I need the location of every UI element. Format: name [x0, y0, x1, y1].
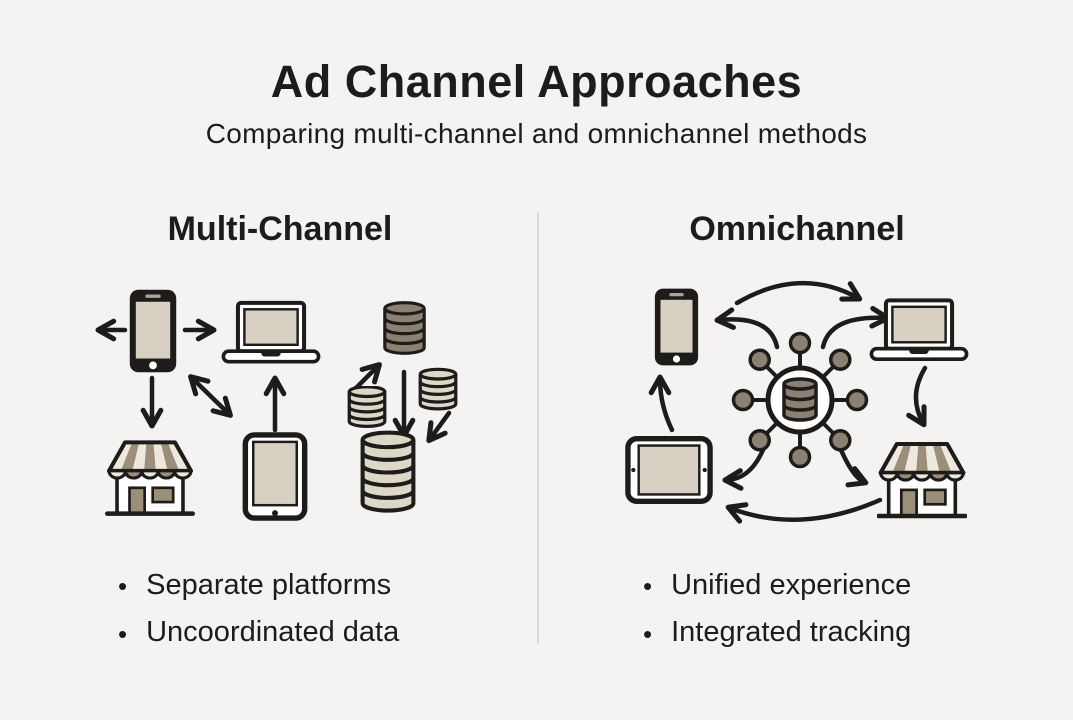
coin-stack-small-icon — [347, 386, 387, 428]
laptop-icon — [223, 303, 318, 362]
tablet-landscape-icon — [628, 439, 710, 502]
list-item: • Separate platforms — [118, 569, 399, 602]
storefront-icon — [879, 444, 965, 516]
arrow-top-arc-icon — [734, 281, 863, 306]
bullet-dot-icon: • — [118, 618, 128, 649]
omnichannel-bullet-list: • Unified experience • Integrated tracki… — [643, 570, 911, 665]
bullet-dot-icon: • — [643, 618, 653, 649]
list-item: • Integrated tracking — [643, 616, 912, 649]
bullet-dot-icon: • — [643, 571, 653, 602]
bullet-text: Separate platforms — [146, 569, 392, 601]
multi-channel-heading: Multi-Channel — [167, 210, 393, 248]
multi-channel-diagram — [95, 289, 458, 538]
bullet-dot-icon: • — [118, 571, 128, 602]
page-subtitle: Comparing multi-channel and omnichannel … — [205, 118, 868, 149]
database-stack-large-icon — [363, 433, 414, 511]
arrow-laptop-to-store-icon — [906, 365, 928, 428]
arrow-hub-to-phone-icon — [714, 307, 780, 350]
bullet-text: Unified experience — [671, 569, 912, 601]
bullet-text: Integrated tracking — [671, 616, 912, 649]
omnichannel-heading: Omnichannel — [689, 210, 905, 248]
storefront-icon — [107, 442, 193, 513]
arrow-tablet-to-phone-icon — [648, 374, 675, 433]
laptop-icon — [871, 300, 966, 359]
list-item: • Unified experience — [643, 569, 912, 602]
coin-stack-small-icon — [418, 367, 458, 411]
arrow-diagonal-double-icon — [188, 374, 233, 418]
arrow-down-left-icon — [426, 410, 452, 444]
page-title: Ad Channel Approaches — [270, 56, 803, 107]
database-stack-dark-icon — [385, 303, 424, 354]
arrow-bottom-arc-icon — [725, 497, 883, 524]
arrow-hub-to-laptop-icon — [820, 305, 891, 350]
omnichannel-diagram — [605, 281, 1015, 524]
central-data-hub-icon — [734, 334, 867, 467]
smartphone-icon — [654, 288, 699, 366]
list-item: • Uncoordinated data — [118, 616, 400, 649]
column-divider — [537, 212, 539, 644]
tablet-icon — [245, 435, 304, 518]
bullet-text: Uncoordinated data — [146, 616, 400, 649]
multi-channel-bullet-list: • Separate platforms • Uncoordinated dat… — [118, 570, 399, 665]
smartphone-icon — [129, 289, 177, 373]
